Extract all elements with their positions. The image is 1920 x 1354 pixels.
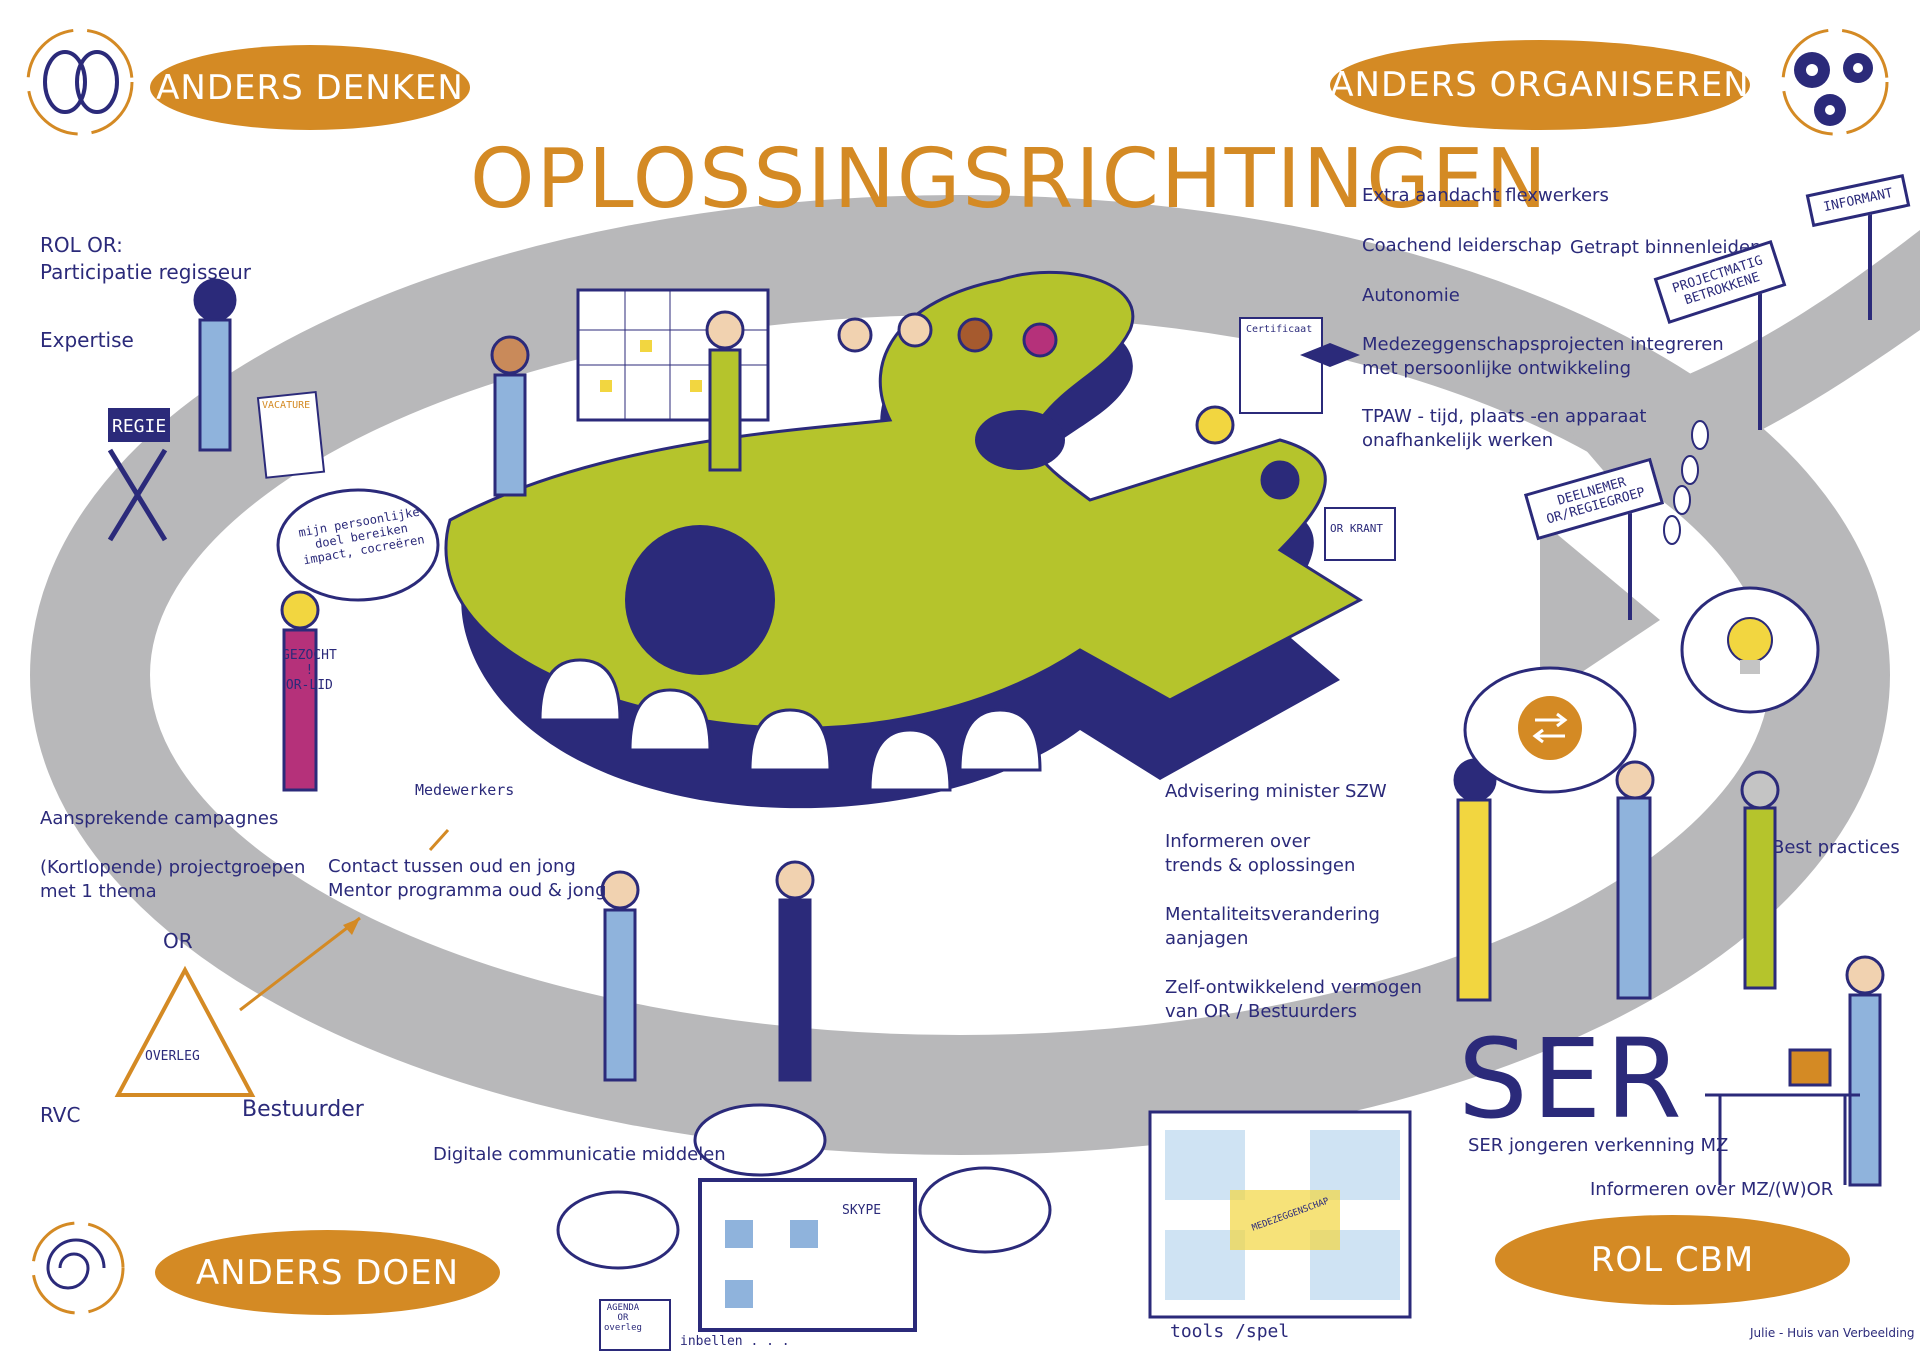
grad-cap-icon	[1300, 343, 1360, 367]
note-coachend: Coachend leiderschap	[1362, 235, 1562, 256]
ampersand-table	[444, 270, 1364, 809]
grey-road	[30, 195, 1920, 1155]
agenda-paper	[599, 1299, 671, 1351]
note-mentaliteit: Mentaliteitsverandering aanjagen	[1165, 904, 1380, 950]
director-chair	[107, 408, 170, 542]
vacature-paper	[256, 390, 326, 479]
note-tpaw: TPAW - tijd, plaats -en apparaat onafhan…	[1362, 406, 1647, 452]
chairs	[538, 658, 1042, 792]
label-or-krant: OR KRANT	[1330, 522, 1383, 535]
signposts	[1628, 210, 1872, 620]
brain-icon	[26, 28, 134, 136]
note-flexwerkers: Extra aandacht flexwerkers	[1362, 185, 1609, 206]
label-certificaat: Certificaat	[1246, 324, 1313, 335]
quadrant-anders-organiseren: ANDERS ORGANISEREN	[1330, 40, 1750, 130]
medewerkers-arrow	[428, 828, 450, 852]
label-regie: REGIE	[112, 416, 167, 437]
note-projectgroepen: (Kortlopende) projectgroepen met 1 thema	[40, 857, 306, 903]
note-digitale: Digitale communicatie middelen	[433, 1144, 726, 1165]
label-gezocht: GEZOCHT ! OR-LID	[282, 648, 337, 693]
label-skype: SKYPE	[842, 1203, 882, 1218]
note-informeren: Informeren over trends & oplossingen	[1165, 831, 1356, 877]
ser-logo: SER	[1458, 1015, 1686, 1143]
note-tools: tools /spel	[1170, 1321, 1290, 1342]
footprints	[1663, 420, 1709, 545]
quadrant-rol-cbm: ROL CBM	[1495, 1215, 1850, 1305]
note-zelf: Zelf-ontwikkelend vermogen van OR / Best…	[1165, 977, 1422, 1023]
gears-icon	[1781, 28, 1889, 136]
label-inbellen: inbellen . . .	[680, 1334, 790, 1349]
newspaper	[1324, 507, 1396, 561]
credit: Julie - Huis van Verbeelding	[1750, 1326, 1915, 1340]
note-campagnes: Aansprekende campagnes	[40, 808, 279, 829]
desk	[1705, 1048, 1860, 1185]
exchange-bubble	[1463, 666, 1637, 794]
speech-bubble	[276, 488, 440, 602]
note-informeren-mz: Informeren over MZ/(W)OR	[1590, 1179, 1834, 1200]
note-autonomie: Autonomie	[1362, 285, 1460, 306]
triangle-rvc: RVC	[40, 1103, 81, 1127]
note-mz-projecten: Medezeggenschapsprojecten integreren met…	[1362, 334, 1724, 380]
page-title: OPLOSSINGSRICHTINGEN	[470, 132, 1549, 227]
note-best-practices: Best practices	[1772, 837, 1900, 858]
note-contact: Contact tussen oud en jong Mentor progra…	[328, 856, 607, 902]
label-agenda: AGENDA OR overleg	[604, 1303, 642, 1333]
triangle-or: OR	[163, 929, 193, 953]
overleg-triangle	[114, 916, 361, 1097]
triangle-bestuurder: Bestuurder	[242, 1097, 364, 1122]
skype-screen	[698, 1178, 917, 1332]
note-expertise: Expertise	[40, 328, 134, 352]
certificate	[1239, 317, 1323, 414]
chat-bubbles	[556, 1103, 1052, 1270]
quadrant-anders-denken: ANDERS DENKEN	[150, 45, 470, 130]
note-advisering: Advisering minister SZW	[1165, 781, 1387, 802]
triangle-overleg: OVERLEG	[145, 1049, 200, 1064]
spiral-icon	[31, 1221, 125, 1315]
game-board	[1148, 1110, 1412, 1319]
label-vacature: VACATURE	[262, 400, 311, 411]
quadrant-anders-doen: ANDERS DOEN	[155, 1230, 500, 1315]
note-medewerkers: Medewerkers	[415, 781, 515, 799]
lightbulb-icon	[1680, 586, 1820, 714]
note-ser-jongeren: SER jongeren verkenning MZ	[1468, 1135, 1729, 1156]
note-rol-or: ROL OR: Participatie regisseur	[40, 233, 251, 284]
